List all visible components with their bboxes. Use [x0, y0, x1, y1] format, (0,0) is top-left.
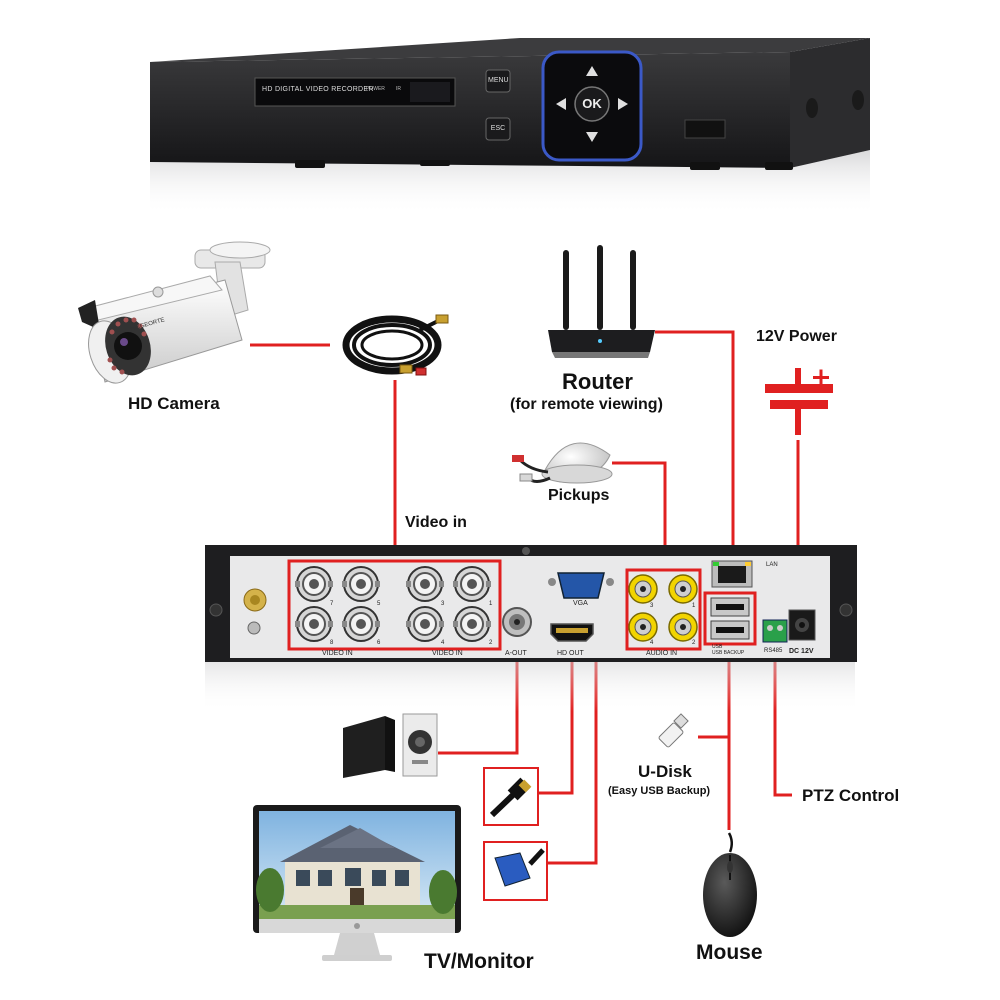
rca-jack [668, 574, 698, 604]
rear-hd-out: HD OUT [557, 650, 584, 657]
label-mouse: Mouse [696, 941, 763, 964]
audio-number: 3 [650, 603, 654, 609]
bnc-number: 4 [441, 640, 445, 646]
label-router: Router [562, 369, 633, 394]
rca-jack [628, 574, 658, 604]
esc-button-label[interactable]: ESC [490, 125, 506, 132]
menu-button-label[interactable]: MENU [488, 77, 509, 84]
rear-video-in-left: VIDEO IN [322, 650, 353, 657]
audio-number: 2 [692, 640, 696, 646]
highlight-boxes [287, 559, 757, 651]
line-pickups-audio [612, 461, 667, 572]
rca-jack [668, 612, 698, 642]
bnc-connector [406, 566, 444, 602]
label-video-in: Video in [405, 514, 467, 531]
tv-monitor-image [253, 805, 461, 961]
label-hd-camera: HD Camera [128, 394, 220, 413]
u-disk-image [658, 713, 689, 748]
highlight-audio-in [625, 568, 702, 651]
hd-camera-image [78, 241, 271, 384]
rear-audio-in: AUDIO IN [646, 650, 678, 657]
dc-12v-port [788, 609, 816, 641]
rs485-port [762, 619, 788, 643]
bnc-connector [342, 606, 380, 642]
vga-port [548, 572, 614, 599]
bnc-number: 5 [377, 601, 381, 607]
bnc-connector [342, 566, 380, 602]
rear-rs485: RS485 [764, 648, 783, 654]
nav-ok-button [574, 86, 610, 122]
lan-port [711, 560, 753, 588]
nav-down-icon [586, 132, 598, 142]
bnc-connector [406, 606, 444, 642]
line-router-lan [655, 330, 735, 562]
label-tv-monitor: TV/Monitor [424, 950, 534, 973]
front-display-text: HD DIGITAL VIDEO RECORDER [262, 86, 374, 93]
a-out-port [502, 607, 532, 637]
label-router-sub: (for remote viewing) [510, 396, 663, 413]
rear-vga: VGA [573, 600, 588, 607]
bnc-number: 7 [330, 601, 334, 607]
hdmi-cable-image [483, 767, 539, 826]
highlight-video-in [287, 559, 502, 651]
router-image [548, 245, 655, 358]
ok-button-label[interactable]: OK [582, 96, 602, 111]
rear-lan: LAN [766, 562, 778, 568]
rca-jack [628, 612, 658, 642]
audio-number: 4 [650, 640, 654, 646]
power-12v-symbol [765, 368, 833, 435]
bnc-number: 1 [489, 601, 493, 607]
bnc-number: 8 [330, 640, 334, 646]
usb-ports [710, 597, 750, 640]
label-u-disk: U-Disk [638, 762, 692, 781]
bnc-connector [453, 566, 491, 602]
bnc-number: 3 [441, 601, 445, 607]
hd-out-port [550, 623, 594, 642]
label-12v-power: 12V Power [756, 328, 837, 345]
menu-button [485, 69, 511, 93]
vga-cable-image [483, 841, 548, 901]
nav-right-icon [618, 98, 628, 110]
bnc-connector [295, 606, 333, 642]
highlight-usb [703, 591, 757, 646]
bnc-number: 2 [489, 640, 493, 646]
bnc-connector-group [295, 566, 491, 642]
front-ir-text: IR [396, 86, 401, 92]
pickup-microphone-image [512, 442, 613, 484]
front-power-text: POWER [366, 86, 385, 92]
rear-dc12v: DC 12V [789, 648, 814, 655]
dvr-rear-panel [205, 545, 857, 712]
bnc-connector [295, 566, 333, 602]
coax-cable-coil-image [342, 314, 449, 376]
esc-button [485, 117, 511, 141]
bnc-connector [453, 606, 491, 642]
rear-usb: USB [712, 644, 723, 650]
mouse-image [703, 832, 757, 937]
nav-up-icon [586, 66, 598, 76]
audio-number: 1 [692, 603, 696, 609]
dvr-front-unit [150, 38, 870, 215]
nav-left-icon [556, 98, 566, 110]
label-pickups: Pickups [548, 487, 610, 504]
speakers-image [343, 713, 438, 778]
label-u-disk-sub: (Easy USB Backup) [608, 785, 711, 797]
rear-video-in-right: VIDEO IN [432, 650, 463, 657]
bnc-number: 6 [377, 640, 381, 646]
rear-usb-backup: USB BACKUP [712, 650, 745, 656]
rear-a-out: A-OUT [505, 650, 527, 657]
label-ptz-control: PTZ Control [802, 786, 900, 805]
audio-rca-group [628, 574, 698, 642]
